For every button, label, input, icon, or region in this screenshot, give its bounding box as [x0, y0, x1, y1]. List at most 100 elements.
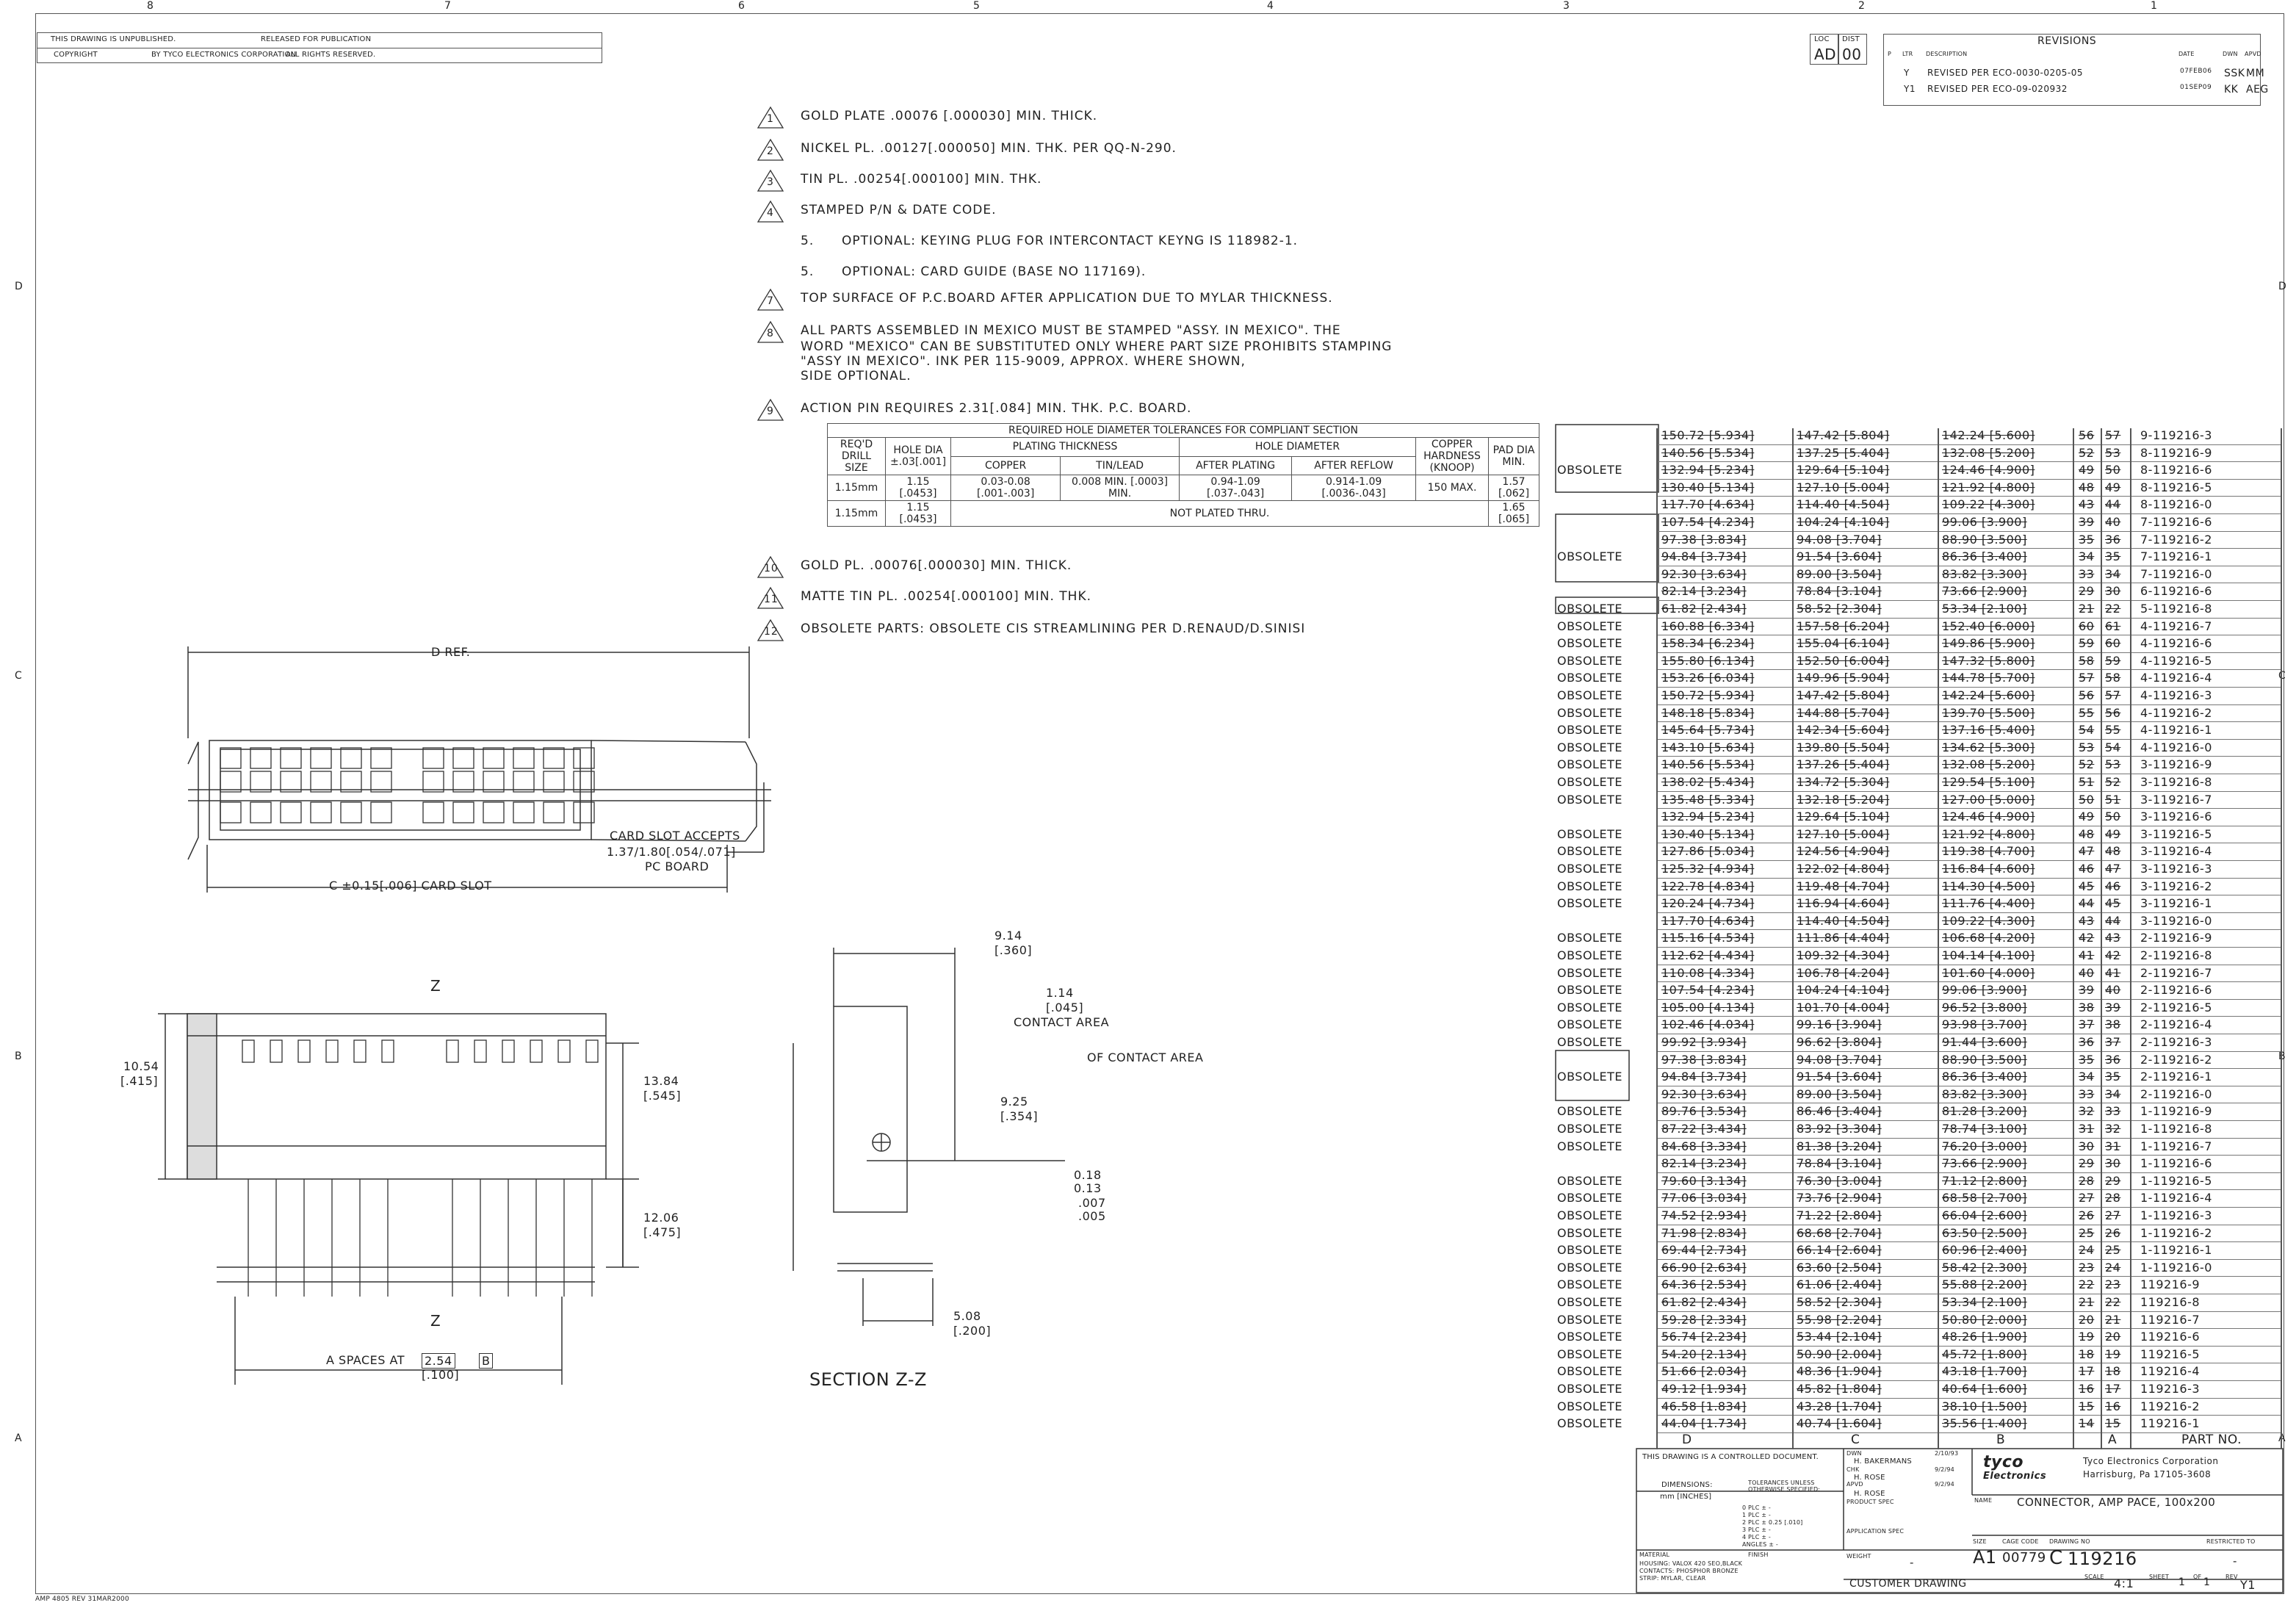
- weight-value: -: [1910, 1556, 1914, 1569]
- part-dim-c: 106.78 [4.204]: [1797, 965, 1890, 980]
- table-row-line: [1656, 1415, 2281, 1416]
- part-dim-b: 129.54 [5.100]: [1942, 775, 2035, 789]
- part-positions-a: 37: [2079, 1017, 2095, 1032]
- part-dim-b: 78.74 [3.100]: [1942, 1122, 2027, 1136]
- side-zone-label: B: [2278, 1050, 2286, 1062]
- part-number: 1-119216-5: [2140, 1173, 2212, 1188]
- part-positions-b: 51: [2105, 792, 2121, 807]
- table-row-line: [1656, 478, 2281, 480]
- table-row-line: [1656, 738, 2281, 740]
- table-col-line: [2101, 428, 2102, 1449]
- part-dim-c: 71.22 [2.804]: [1797, 1208, 1882, 1222]
- part-number: 4-119216-2: [2140, 705, 2212, 720]
- table-row-line: [1656, 530, 2281, 532]
- part-positions-b: 17: [2105, 1382, 2121, 1396]
- part-positions-a: 21: [2079, 1295, 2095, 1309]
- part-dim-b: 132.08 [5.200]: [1942, 445, 2035, 460]
- tolerance-line: 4 PLC ± -: [1742, 1534, 1771, 1540]
- part-dim-d: 112.62 [4.434]: [1661, 948, 1755, 962]
- hole-table-cell: 1.15mm: [827, 475, 886, 501]
- table-row-line: [1656, 687, 2281, 688]
- part-number: 5-119216-8: [2140, 602, 2212, 616]
- part-dim-c: 114.40 [4.504]: [1797, 497, 1890, 512]
- obsolete-label: OBSOLETE: [1557, 1225, 1622, 1240]
- part-dim-c: 40.74 [1.604]: [1797, 1416, 1882, 1431]
- table-row-line: [1656, 1311, 2281, 1312]
- revision-col-header: DWN: [2223, 51, 2238, 57]
- hole-table-h-drill: REQ'D DRILL SIZE: [827, 437, 886, 475]
- part-dim-c: 104.24 [4.104]: [1797, 983, 1890, 998]
- part-dim-b: 50.80 [2.000]: [1942, 1312, 2027, 1327]
- part-dim-b: 88.90 [3.500]: [1942, 532, 2027, 547]
- part-dim-c: 111.86 [4.404]: [1797, 931, 1890, 945]
- appd-label: APVD: [1846, 1481, 1863, 1488]
- dim-360: [.360]: [994, 943, 1033, 957]
- part-positions-a: 29: [2079, 1156, 2095, 1171]
- part-number: 119216-9: [2140, 1277, 2201, 1292]
- hole-table-h-after-plating: AFTER PLATING: [1178, 455, 1293, 475]
- note-number: 5.: [801, 264, 815, 279]
- table-col-line: [2073, 428, 2074, 1449]
- obsolete-label: OBSOLETE: [1557, 740, 1622, 754]
- controlled-doc-text: THIS DRAWING IS A CONTROLLED DOCUMENT.: [1642, 1453, 1819, 1461]
- note-text: OPTIONAL: KEYING PLUG FOR INTERCONTACT K…: [842, 234, 1299, 248]
- note-number: 8: [767, 328, 774, 339]
- company-address: Harrisburg, Pa 17105-3608: [2083, 1469, 2212, 1479]
- part-dim-c: 155.04 [6.104]: [1797, 636, 1890, 651]
- table-row-line: [1656, 998, 2281, 1000]
- part-dim-d: 61.82 [2.434]: [1661, 602, 1747, 616]
- part-positions-a: 58: [2079, 653, 2095, 668]
- tolerance-line: ANGLES ± -: [1742, 1541, 1778, 1548]
- part-positions-a: 19: [2079, 1330, 2095, 1344]
- note-triangle-7: [757, 288, 784, 311]
- dim-200: [.200]: [953, 1324, 992, 1338]
- hole-table-h-copper: COPPER: [950, 455, 1061, 475]
- side-zone-label: C: [2278, 670, 2286, 682]
- chk-label: CHK: [1846, 1466, 1860, 1473]
- dim-9-14: 9.14: [994, 929, 1022, 942]
- part-positions-a: 32: [2079, 1104, 2095, 1119]
- part-positions-b: 48: [2105, 844, 2121, 859]
- table-row-line: [1656, 1016, 2281, 1017]
- part-number: 7-119216-6: [2140, 515, 2212, 529]
- part-dim-c: 132.18 [5.204]: [1797, 792, 1890, 807]
- revision-col-header: APVD: [2245, 51, 2261, 57]
- restricted-label: RESTRICTED TO: [2206, 1538, 2256, 1545]
- part-dim-b: 35.56 [1.400]: [1942, 1416, 2027, 1431]
- part-dim-b: 142.24 [5.600]: [1942, 688, 2035, 702]
- part-dim-b: 38.10 [1.500]: [1942, 1399, 2027, 1413]
- note-8-continuation: WORD "MEXICO" CAN BE SUBSTITUTED ONLY WH…: [801, 339, 1393, 354]
- table-footer: D: [1682, 1432, 1692, 1447]
- part-dim-c: 109.32 [4.304]: [1797, 948, 1890, 962]
- part-dim-d: 77.06 [3.034]: [1661, 1191, 1747, 1205]
- part-positions-b: 54: [2105, 740, 2121, 754]
- part-dim-c: 73.76 [2.904]: [1797, 1191, 1882, 1205]
- part-positions-a: 50: [2079, 792, 2095, 807]
- part-dim-c: 147.42 [5.804]: [1797, 428, 1890, 442]
- part-number: 2-119216-6: [2140, 983, 2212, 998]
- part-positions-a: 22: [2079, 1277, 2095, 1292]
- finish-label: FINISH: [1748, 1551, 1769, 1558]
- part-dim-c: 137.25 [5.404]: [1797, 445, 1890, 460]
- part-dim-d: 135.48 [5.334]: [1661, 792, 1755, 807]
- obsolete-label: OBSOLETE: [1557, 965, 1622, 980]
- part-dim-d: 115.16 [4.534]: [1661, 931, 1755, 945]
- size-label: SIZE: [1973, 1538, 1987, 1545]
- part-dim-c: 147.42 [5.804]: [1797, 688, 1890, 702]
- table-footer: B: [1996, 1432, 2006, 1447]
- note-number: 4: [767, 207, 774, 219]
- hole-table-cell: 150 MAX.: [1415, 475, 1489, 501]
- part-positions-a: 27: [2079, 1191, 2095, 1205]
- part-dim-c: 127.10 [5.004]: [1797, 480, 1890, 494]
- note-triangle-4: [757, 200, 784, 223]
- tyco-logo-sub: Electronics: [1983, 1471, 2047, 1482]
- part-positions-b: 37: [2105, 1035, 2121, 1049]
- table-row-line: [1656, 1068, 2281, 1070]
- part-positions-a: 14: [2079, 1416, 2095, 1431]
- part-positions-a: 35: [2079, 532, 2095, 547]
- part-dim-d: 64.36 [2.534]: [1661, 1277, 1747, 1292]
- part-number: 1-119216-7: [2140, 1139, 2212, 1153]
- table-row-line: [1656, 756, 2281, 757]
- part-positions-b: 42: [2105, 948, 2121, 962]
- tolerance-line: 0 PLC ± -: [1742, 1504, 1771, 1511]
